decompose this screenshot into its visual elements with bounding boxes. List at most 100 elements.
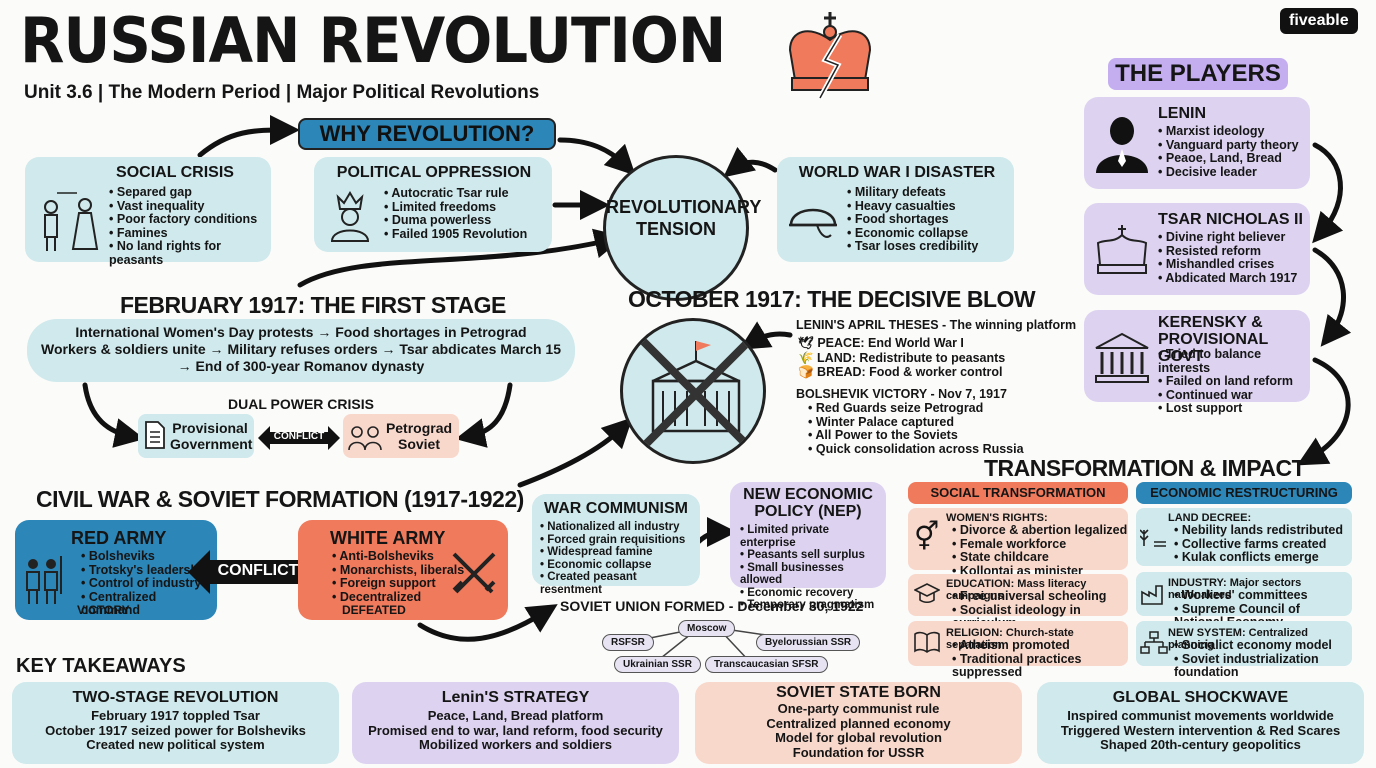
dual-conflict-arrow: CONFLICT (258, 426, 340, 455)
list-item: All Power to the Soviets (808, 428, 1024, 443)
takeaway-line: Shaped 20th-century geopolitics (1100, 737, 1301, 752)
kerensky-card: KERENSKY & PROVISIONAL GOVT Tried to bal… (1084, 310, 1310, 415)
takeaway-line: February 1917 toppled Tsar (91, 708, 260, 723)
helmet-icon (787, 195, 839, 250)
broken-crown-icon (780, 10, 880, 105)
provisional-government-label: Provisional Government (170, 420, 253, 452)
dual-power-heading: DUAL POWER CRISIS (228, 396, 374, 412)
list-item: Continued war (1158, 388, 1310, 403)
transformation-heading: TRANSFORMATION & IMPACT (984, 455, 1306, 481)
peace-icon: 🕊 (798, 336, 818, 350)
list-item: Duma powerless (384, 213, 527, 228)
node-transcaucasian: Transcaucasian SFSR (705, 656, 828, 673)
list-item: Failed on land reform (1158, 374, 1310, 389)
world-war-title: WORLD WAR I DISASTER (798, 164, 996, 181)
land-icon: 🌾 (798, 350, 818, 365)
february-line: Workers & soldiers unite → Military refu… (40, 341, 561, 357)
social-transformation-header: SOCIAL TRANSFORMATION (908, 482, 1128, 504)
list-item: Created peasant resentment (540, 571, 700, 596)
document-icon (144, 420, 166, 455)
red-army-title: RED ARMY (71, 528, 167, 548)
lenin-list: Marxist ideology Vanguard party theory P… (1158, 124, 1299, 179)
list-item: Limited private enterprise (740, 524, 886, 549)
takeaway-card: TWO-STAGE REVOLUTION February 1917 toppl… (12, 682, 339, 764)
list-item: Limited freedoms (384, 200, 527, 215)
new-system-card: NEW SYSTEM: Centralized planning Sociali… (1136, 621, 1352, 679)
page-subtitle: Unit 3.6 | The Modern Period | Major Pol… (24, 82, 540, 103)
list-item: 🌾 LAND: Redistribute to peasants (798, 350, 1006, 365)
war-communism-card: WAR COMMUNISM Nationalized all industry … (532, 494, 700, 596)
list-item: Control of industry (81, 576, 217, 591)
takeaway-title: SOVIET STATE BORN (776, 684, 941, 701)
war-communism-list: Nationalized all industry Forced grain r… (540, 521, 700, 596)
february-heading: FEBRUARY 1917: THE FIRST STAGE (120, 292, 506, 318)
list-item: Nationalized all industry (540, 521, 700, 534)
civil-war-heading: CIVIL WAR & SOVIET FORMATION (1917-1922) (36, 486, 524, 512)
key-takeaways-heading: KEY TAKEAWAYS (16, 655, 186, 677)
tsar-card: TSAR NICHOLAS II Divine right believer R… (1084, 203, 1310, 295)
wheat-icon (1139, 524, 1168, 553)
list-item: Divine right believer (1158, 230, 1297, 245)
takeaway-line: October 1917 seized power for Bolsheviks (45, 722, 306, 738)
list-item: Workers' committees (1174, 588, 1352, 603)
book-icon (914, 631, 940, 658)
takeaway-line: Promised end to war, land reform, food s… (368, 722, 663, 738)
takeaway-card: GLOBAL SHOCKWAVE Inspired communist move… (1037, 682, 1364, 764)
list-item: Anti-Bolsheviks (332, 549, 464, 564)
social-crisis-title: SOCIAL CRISIS (116, 164, 234, 181)
list-item: Poor factory conditions (109, 212, 271, 227)
land-decree-title: LAND DECREE: (1168, 512, 1252, 524)
players-heading: THE PLAYERS (1108, 58, 1288, 90)
civil-conflict-arrow: CONFLICT (188, 550, 328, 599)
bread-icon: 🍞 (798, 365, 818, 379)
womens-rights-card: ⚥ WOMEN'S RIGHTS: Divorce & abertion leg… (908, 508, 1128, 577)
february-summary-card: International Women's Day protests → Foo… (27, 319, 575, 382)
list-item: Female workforce (952, 537, 1127, 552)
list-item: Small businesses allowed (740, 562, 886, 587)
provisional-government-card: Provisional Government (138, 414, 254, 458)
list-item: Peasants sell surplus (740, 549, 886, 562)
list-item: Peaoe, Land, Bread (1158, 151, 1299, 166)
takeaway-line: One-party communist rule (777, 701, 940, 716)
lenin-silhouette-icon (1094, 115, 1150, 178)
peasant-noble-icon (33, 187, 103, 257)
brand-logo[interactable]: fiveable (1280, 8, 1358, 34)
bolshevik-victory-heading: BOLSHEVIK VICTORY - Nov 7, 1917 (796, 387, 1007, 401)
tsar-list: Divine right believer Resisted reform Mi… (1158, 230, 1297, 285)
takeaway-title: TWO-STAGE REVOLUTION (72, 689, 279, 706)
social-crisis-list: Separed gap Vast inequality Poor factory… (109, 185, 271, 267)
list-item: Traditional practices suppressed (952, 652, 1128, 680)
red-army-card: RED ARMY Bolsheviks Trotsky's leadership… (15, 520, 217, 620)
node-rsfsr: RSFSR (602, 634, 654, 651)
land-decree-list: Nebility lands redistributed Collective … (1174, 523, 1343, 565)
economic-restructuring-header: ECONOMIC RESTRUCTURING (1136, 482, 1352, 504)
winter-palace-icon (638, 336, 754, 452)
list-item: Atheism promoted (952, 638, 1128, 653)
list-item: Winter Palace captured (808, 415, 1024, 430)
org-chart-icon (1140, 631, 1168, 660)
womens-rights-title: WOMEN'S RIGHTS: (946, 512, 1048, 524)
political-oppression-title: POLITICAL OPPRESSION (336, 164, 532, 181)
list-item: Tsar loses credibility (847, 239, 978, 254)
political-oppression-card: POLITICAL OPPRESSION Autocratic Tsar rul… (314, 157, 552, 252)
graduation-cap-icon (913, 582, 941, 609)
bolshevik-victory-list: Red Guards seize Petrograd Winter Palace… (808, 401, 1024, 457)
list-item: Heavy casualties (847, 199, 978, 214)
list-item: Collective farms created (1174, 537, 1343, 552)
takeaway-line: Created new political system (86, 737, 265, 752)
revolutionary-tension-label: REVOLUTIONARY TENSION (606, 197, 762, 239)
february-line: → End of 300-year Romanov dynasty (177, 358, 425, 374)
list-item: Kollontai as minister (952, 564, 1127, 579)
list-item: Nebility lands redistributed (1174, 523, 1343, 538)
list-item: Quick consolidation across Russia (808, 442, 1024, 457)
takeaway-line: Inspired communist movements worldwide (1067, 708, 1334, 723)
womens-rights-list: Divorce & abertion legalized Female work… (952, 523, 1127, 579)
list-item: Decentralized (332, 590, 464, 605)
lenin-card: LENIN Marxist ideology Vanguard party th… (1084, 97, 1310, 189)
factory-icon (1140, 582, 1168, 611)
takeaway-title: GLOBAL SHOCKWAVE (1112, 689, 1289, 706)
list-item: Temporary pragmatism (740, 599, 886, 612)
february-line: International Women's Day protests → Foo… (75, 324, 527, 340)
land-decree-card: LAND DECREE: Nebility lands redistribute… (1136, 508, 1352, 566)
takeaway-line: Centralized planned economy (766, 715, 951, 731)
